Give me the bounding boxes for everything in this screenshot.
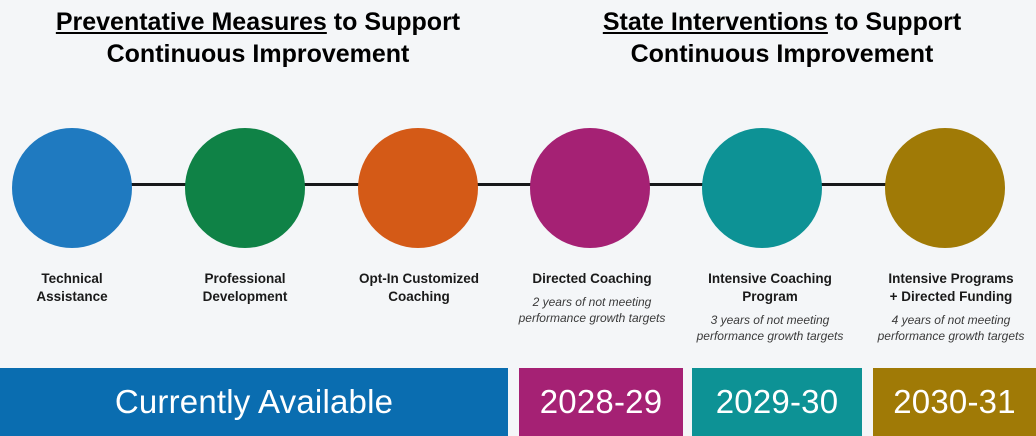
timeline-banner-1: Currently Available — [0, 368, 508, 436]
heading-left-rest: to Support — [326, 8, 461, 36]
step-sublabel: 4 years of not meeting performance growt… — [877, 312, 1025, 343]
banner-label: 2029-30 — [715, 383, 839, 420]
heading-left-underlined: Preventative Measures — [55, 8, 327, 36]
step-label-line1: Intensive Programs — [888, 271, 1014, 286]
step-label-6: Intensive Programs + Directed Funding 4 ye… — [866, 270, 1036, 344]
heading-right-line2: Continuous Improvement — [630, 40, 934, 68]
step-label-line2: Development — [202, 288, 288, 304]
heading-preventative-measures: Preventative Measures to Support Continu… — [8, 6, 508, 70]
heading-state-interventions: State Interventions to Support Continuou… — [532, 6, 1032, 70]
step-circle-6 — [885, 128, 1005, 248]
step-circle-3 — [358, 128, 478, 248]
step-sublabel: 2 years of not meeting performance growt… — [518, 294, 666, 326]
step-sublabel: 3 years of not meeting performance growt… — [696, 312, 844, 343]
step-label-line2: Program — [742, 288, 798, 304]
timeline-connector-line — [68, 183, 948, 186]
heading-right-rest: to Support — [827, 8, 962, 36]
step-label-line1: Intensive Coaching — [708, 271, 832, 286]
banner-label: Currently Available — [114, 383, 394, 420]
step-circle-5 — [702, 128, 822, 248]
step-label-line2: Coaching — [388, 288, 450, 304]
step-label-line2: + Directed Funding — [889, 288, 1013, 304]
timeline-banner-3: 2029-30 — [692, 368, 862, 436]
step-label-line1: Technical — [41, 271, 103, 286]
step-circle-2 — [185, 128, 305, 248]
step-circle-1 — [12, 128, 132, 248]
heading-right-underlined: State Interventions — [602, 8, 828, 36]
timeline-banner-4: 2030-31 — [873, 368, 1036, 436]
step-label-line1: Directed Coaching — [532, 271, 652, 286]
heading-left-line2: Continuous Improvement — [106, 40, 410, 68]
banner-label: 2028-29 — [539, 383, 663, 420]
step-circle-4 — [530, 128, 650, 248]
step-label-line1: Opt-In Customized — [359, 271, 479, 286]
timeline-banner-2: 2028-29 — [519, 368, 683, 436]
step-label-line2: Assistance — [36, 288, 108, 304]
banner-label: 2030-31 — [893, 383, 1016, 420]
step-label-line1: Professional — [204, 271, 286, 286]
step-label-4: Directed Coaching 2 years of not meeting … — [512, 270, 672, 326]
